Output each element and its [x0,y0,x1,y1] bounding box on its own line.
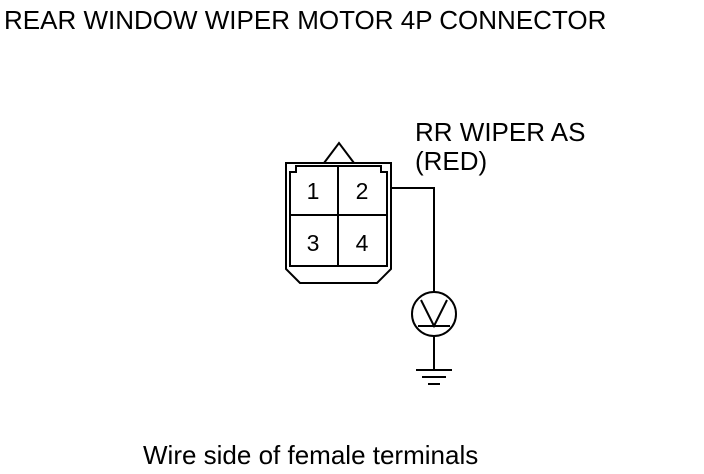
connector-housing [285,162,392,284]
voltmeter-icon [411,291,457,337]
diagram-title: REAR WINDOW WIPER MOTOR 4P CONNECTOR [4,5,606,35]
wire-color-label: (RED) [415,146,487,176]
connector-lock-tab [323,141,355,164]
test-wire [391,187,435,292]
wire-name-label: RR WIPER AS [415,117,585,147]
diagram-caption: Wire side of female terminals [143,440,478,470]
terminal-2: 2 [356,178,369,204]
connector-4p: 1 2 3 4 [285,141,392,284]
terminal-4: 4 [356,230,369,256]
terminal-1: 1 [307,178,320,204]
connector-cells [289,165,388,267]
terminal-3: 3 [307,230,320,256]
ground-icon [416,369,452,385]
